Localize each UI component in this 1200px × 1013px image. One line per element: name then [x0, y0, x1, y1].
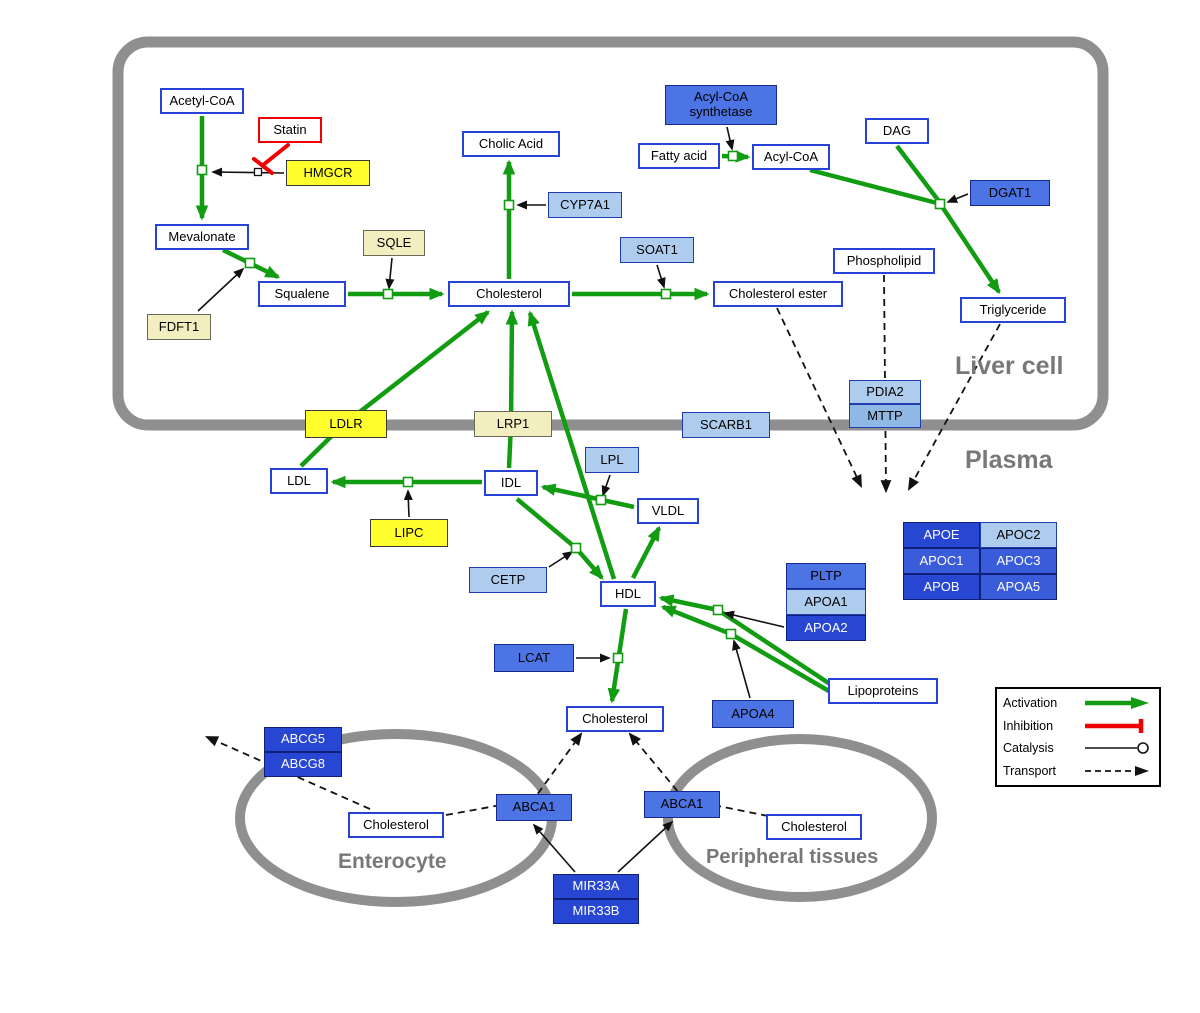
- node-acyl-coa[interactable]: Acyl-CoA: [752, 144, 830, 170]
- edge-apoa4-catalysis: [732, 639, 751, 699]
- edge-lipc-catalysis: [403, 489, 413, 518]
- node-cholesterol-liver[interactable]: Cholesterol: [448, 281, 570, 307]
- node-apoc1[interactable]: APOC1: [903, 548, 980, 574]
- edge-hdl-cholesterol-liver: [527, 310, 617, 580]
- edge-statin-inhibition: [261, 143, 290, 167]
- node-abcg5[interactable]: ABCG5: [264, 727, 342, 752]
- node-lpl[interactable]: LPL: [585, 447, 639, 473]
- legend-activation-label: Activation: [1003, 696, 1058, 711]
- node-ldlr[interactable]: LDLR: [305, 410, 387, 438]
- node-cholesterol-plasma[interactable]: Cholesterol: [566, 706, 664, 732]
- statin-tbar: [252, 157, 274, 175]
- node-mttp[interactable]: MTTP: [849, 404, 921, 428]
- node-lipoproteins[interactable]: Lipoproteins: [828, 678, 938, 704]
- node-pdia2[interactable]: PDIA2: [849, 380, 921, 404]
- node-hmgcr[interactable]: HMGCR: [286, 160, 370, 186]
- edge-hdl-vldl: [631, 525, 661, 580]
- node-apoa4[interactable]: APOA4: [712, 700, 794, 728]
- node-dgat1[interactable]: DGAT1: [970, 180, 1050, 206]
- catalysis-sample-icon: [1085, 742, 1149, 755]
- node-statin[interactable]: Statin: [258, 117, 322, 143]
- edge-acylcoa-dgat-junction: [809, 167, 938, 206]
- node-pltp[interactable]: PLTP: [786, 563, 866, 589]
- node-apob[interactable]: APOB: [903, 574, 980, 600]
- node-lipc[interactable]: LIPC: [370, 519, 448, 547]
- inhibition-sample-icon: [1085, 718, 1144, 733]
- node-dag[interactable]: DAG: [865, 118, 929, 144]
- node-hdl[interactable]: HDL: [600, 581, 656, 607]
- node-cyp7a1[interactable]: CYP7A1: [548, 192, 622, 218]
- edge-ldl-ldlr-cholesterol: [299, 310, 490, 468]
- node-cholesterol-enterocyte[interactable]: Cholesterol: [348, 812, 444, 838]
- edge-dag-dgat-junction: [895, 144, 940, 202]
- node-vldl[interactable]: VLDL: [637, 498, 699, 524]
- legend-catalysis: Catalysis: [1003, 737, 1153, 759]
- node-apoe[interactable]: APOE: [903, 522, 980, 548]
- node-sqle[interactable]: SQLE: [363, 230, 425, 256]
- node-abca1-right[interactable]: ABCA1: [644, 791, 720, 818]
- node-soat1[interactable]: SOAT1: [620, 237, 694, 263]
- legend-inhibition: Inhibition: [1003, 715, 1153, 737]
- node-cholic-acid[interactable]: Cholic Acid: [462, 131, 560, 157]
- node-mir33a[interactable]: MIR33A: [553, 874, 639, 899]
- node-cetp[interactable]: CETP: [469, 567, 547, 593]
- edge-mir33-abca1-left: [532, 823, 576, 873]
- edge-dgat1-catalysis: [946, 193, 969, 203]
- node-abcg8[interactable]: ABCG8: [264, 752, 342, 777]
- node-ldl[interactable]: LDL: [270, 468, 328, 494]
- catalysis-anchor-square: [253, 167, 263, 177]
- node-scarb1[interactable]: SCARB1: [682, 412, 770, 438]
- legend-catalysis-label: Catalysis: [1003, 741, 1054, 756]
- node-acyl-coa-synthetase[interactable]: Acyl-CoA synthetase: [665, 85, 777, 125]
- activation-sample-icon: [1085, 697, 1149, 710]
- edge-hdl-cholesterol-plasma: [607, 608, 629, 704]
- inhibition-edges: [252, 143, 290, 175]
- node-lrp1[interactable]: LRP1: [474, 411, 552, 437]
- node-apoa1[interactable]: APOA1: [786, 589, 866, 615]
- legend-transport: Transport: [1003, 760, 1153, 782]
- node-mir33b[interactable]: MIR33B: [553, 899, 639, 924]
- edge-vldl-idl: [540, 483, 635, 510]
- node-apoc2[interactable]: APOC2: [980, 522, 1057, 548]
- peripheral-tissues-label: Peripheral tissues: [706, 846, 879, 868]
- edge-lpl-catalysis: [601, 474, 611, 497]
- edge-mir33-abca1-right: [617, 820, 674, 873]
- node-fatty-acid[interactable]: Fatty acid: [638, 143, 720, 169]
- node-lcat[interactable]: LCAT: [494, 644, 574, 672]
- edge-soat1-catalysis: [656, 264, 666, 289]
- node-apoc3[interactable]: APOC3: [980, 548, 1057, 574]
- node-triglyceride[interactable]: Triglyceride: [960, 297, 1066, 323]
- node-cholesterol-peripheral[interactable]: Cholesterol: [766, 814, 862, 840]
- node-fdft1[interactable]: FDFT1: [147, 314, 211, 340]
- node-mevalonate[interactable]: Mevalonate: [155, 224, 249, 250]
- edge-cetp-catalysis: [548, 551, 574, 568]
- legend-inhibition-label: Inhibition: [1003, 718, 1054, 733]
- edge-junction-triglyceride: [941, 206, 1001, 295]
- node-apoa5[interactable]: APOA5: [980, 574, 1057, 600]
- node-acetyl-coa[interactable]: Acetyl-CoA: [160, 88, 244, 114]
- node-apoa2[interactable]: APOA2: [786, 615, 866, 641]
- legend: Activation Inhibition Catalysis Transpor…: [995, 687, 1161, 787]
- edge-fattyacid-acylcoa: [721, 150, 751, 163]
- node-cholesterol-ester[interactable]: Cholesterol ester: [713, 281, 843, 307]
- node-squalene[interactable]: Squalene: [258, 281, 346, 307]
- plasma-label: Plasma: [965, 446, 1053, 474]
- edge-sqle-catalysis: [385, 257, 395, 290]
- legend-activation: Activation: [1003, 692, 1153, 714]
- edge-fdft1-catalysis: [197, 267, 245, 312]
- transport-sample-icon: [1085, 765, 1149, 776]
- legend-transport-label: Transport: [1003, 763, 1057, 778]
- node-idl[interactable]: IDL: [484, 470, 538, 496]
- edge-idl-lrp1-cholesterol: [505, 309, 519, 469]
- enterocyte-label: Enterocyte: [338, 850, 447, 873]
- edge-mevalonate-squalene: [222, 247, 281, 280]
- node-abca1-left[interactable]: ABCA1: [496, 794, 572, 821]
- edge-hmgcr-catalysis: [211, 167, 285, 177]
- node-phospholipid[interactable]: Phospholipid: [833, 248, 935, 274]
- edge-acylcoasynthetase-catalysis: [725, 126, 735, 151]
- liver-cell-label: Liver cell: [955, 352, 1064, 380]
- edge-apoa2-catalysis: [723, 610, 785, 628]
